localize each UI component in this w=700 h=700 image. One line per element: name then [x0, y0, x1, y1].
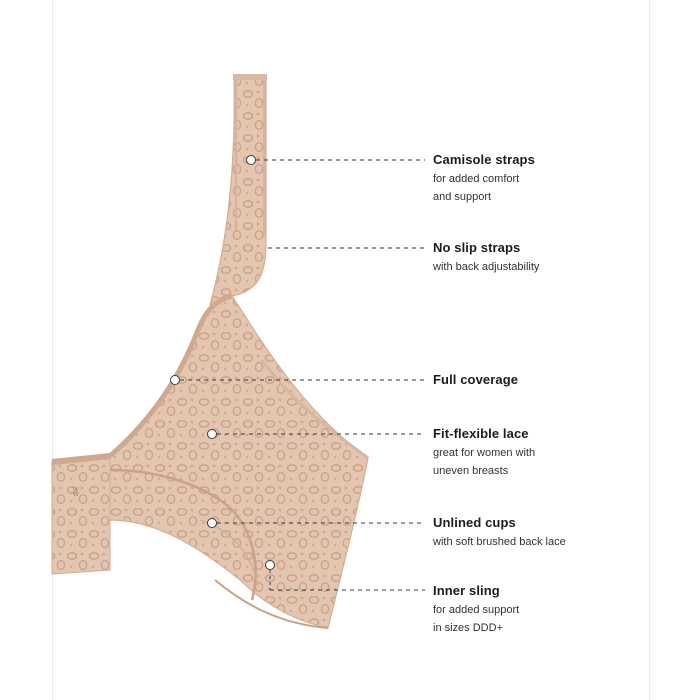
strap: [209, 77, 267, 306]
feature-fit-flexible-lace: Fit-flexible lace great for women with u…: [433, 425, 535, 480]
product-image-frame: [52, 0, 650, 700]
feature-camisole-straps: Camisole straps for added comfort and su…: [433, 151, 535, 206]
feature-title: Full coverage: [433, 372, 519, 387]
feature-unlined-cups: Unlined cups with soft brushed back lace: [433, 514, 566, 551]
feature-inner-sling: Inner sling for added support in sizes D…: [433, 582, 519, 637]
callout-dot-inner-sling: [265, 560, 275, 570]
feature-desc: in sizes DDD+: [433, 622, 503, 634]
cup-top-edge: [260, 359, 369, 460]
feature-title: Unlined cups: [433, 515, 516, 530]
cup-neckline-trim: [108, 293, 233, 458]
callout-dot-full-coverage: [170, 375, 180, 385]
feature-desc: and support: [433, 191, 492, 203]
callout-dot-fit-flexible-lace: [207, 429, 217, 439]
band-left: [51, 455, 111, 575]
band-edge: [51, 453, 111, 465]
feature-no-slip-straps: No slip straps with back adjustability: [433, 239, 539, 276]
feature-title: Inner sling: [433, 583, 500, 598]
feature-title: No slip straps: [433, 240, 521, 255]
strap-top-edge: [233, 74, 267, 80]
feature-desc: for added comfort: [433, 173, 520, 185]
feature-desc: great for women with: [433, 447, 536, 459]
callout-dot-unlined-cups: [207, 518, 217, 528]
feature-desc: with back adjustability: [433, 261, 540, 273]
feature-desc: uneven breasts: [433, 465, 509, 477]
feature-full-coverage: Full coverage: [433, 371, 518, 389]
callout-dot-camisole-straps: [246, 155, 256, 165]
cup-seam: [109, 468, 257, 601]
underwire-edge: [214, 579, 329, 629]
feature-title: Camisole straps: [433, 152, 535, 167]
cup-body: [109, 295, 369, 629]
feature-desc: for added support: [433, 604, 520, 616]
feature-title: Fit-flexible lace: [433, 426, 529, 441]
feature-desc: with soft brushed back lace: [433, 536, 566, 548]
brand-logo-mark: ʬ: [72, 485, 80, 500]
